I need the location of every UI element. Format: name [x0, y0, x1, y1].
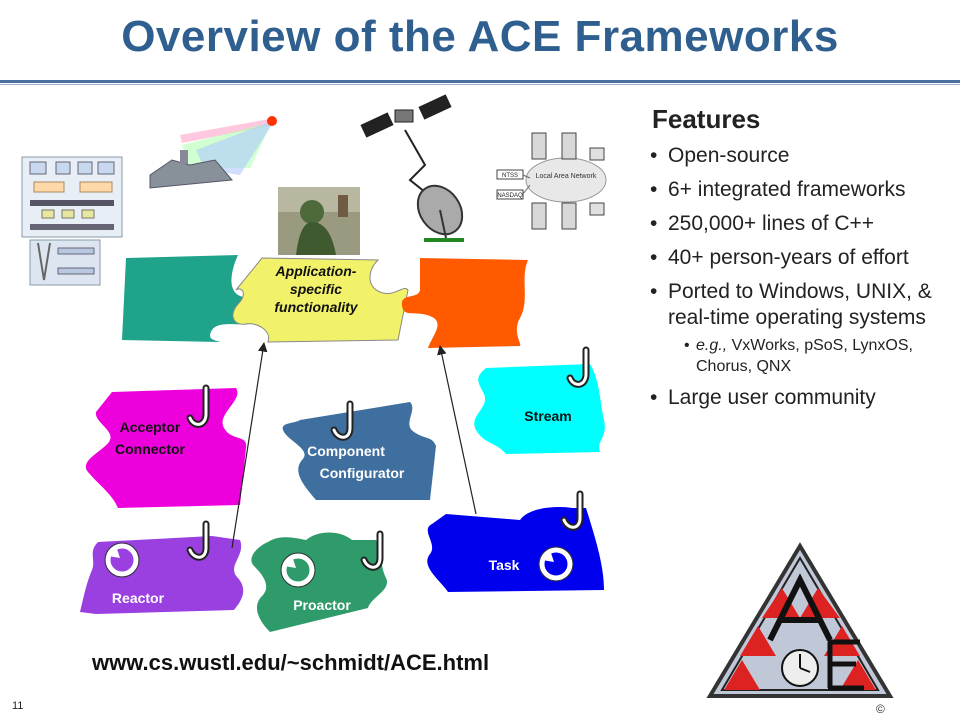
feature-item: 250,000+ lines of C++	[648, 211, 953, 237]
network-node-nasdaq: NASDAQ	[497, 193, 523, 199]
reactor-to-app-arrow	[231, 342, 268, 549]
satellite-dish-image	[360, 94, 464, 242]
component-configurator-puzzle-piece	[282, 402, 436, 500]
stream-puzzle-piece	[474, 364, 605, 454]
component-label: Component	[307, 443, 385, 459]
event-loop-outline	[104, 542, 574, 588]
task-puzzle-piece	[427, 507, 604, 592]
sub-item-prefix: e.g.,	[696, 337, 728, 354]
features-list: Open-source 6+ integrated frameworks 250…	[648, 143, 953, 411]
feature-item: 6+ integrated frameworks	[648, 177, 953, 203]
network-label: Local Area Network	[536, 173, 597, 180]
proactor-puzzle-piece	[251, 532, 388, 632]
feature-item: 40+ person-years of effort	[648, 245, 953, 271]
proactor-label: Proactor	[293, 597, 351, 613]
reactor-label: Reactor	[112, 590, 165, 606]
task-label: Task	[489, 557, 520, 573]
green-puzzle-piece	[122, 255, 266, 342]
feature-item: Open-source	[648, 143, 953, 169]
orange-puzzle-piece	[401, 258, 528, 348]
ship-radar-image	[149, 116, 277, 189]
features-panel: Features Open-source 6+ integrated frame…	[648, 104, 953, 419]
stream-label: Stream	[524, 408, 571, 424]
soldier-photo	[278, 187, 360, 255]
ace-url-link[interactable]: www.cs.wustl.edu/~schmidt/ACE.html	[92, 650, 490, 675]
feature-item: Large user community	[648, 385, 953, 411]
ace-frameworks-diagram: Local Area Network NTSS NASDAQ	[21, 94, 607, 632]
ace-logo	[706, 542, 894, 698]
network-node-ntss: NTSS	[502, 173, 518, 179]
configurator-label: Configurator	[320, 465, 405, 481]
copyright-mark: ©	[876, 702, 885, 716]
app-label-line-3: functionality	[274, 299, 358, 315]
j-hook-icon	[186, 346, 590, 571]
slide-title: Overview of the ACE Frameworks	[121, 12, 839, 61]
feature-item: Ported to Windows, UNIX, & real-time ope…	[648, 279, 953, 331]
sub-item-text: VxWorks, pSoS, LynxOS, Chorus, QNX	[696, 337, 913, 375]
task-to-orange-arrow	[437, 345, 477, 515]
app-label-line-1: Application-	[275, 263, 357, 279]
features-heading: Features	[652, 104, 761, 134]
event-loop-icon	[105, 543, 573, 587]
slide-number: 11	[12, 700, 24, 712]
architecture-sketch-image	[21, 156, 123, 286]
title-divider-thin	[0, 84, 960, 85]
app-label-line-2: specific	[290, 281, 342, 297]
title-divider	[0, 80, 960, 83]
network-diagram-image: Local Area Network NTSS NASDAQ	[496, 132, 607, 230]
acceptor-label: Acceptor	[120, 419, 181, 435]
connector-label: Connector	[115, 441, 186, 457]
feature-sub-item: e.g., VxWorks, pSoS, LynxOS, Chorus, QNX	[680, 335, 953, 377]
application-specific-puzzle-piece	[232, 257, 409, 343]
